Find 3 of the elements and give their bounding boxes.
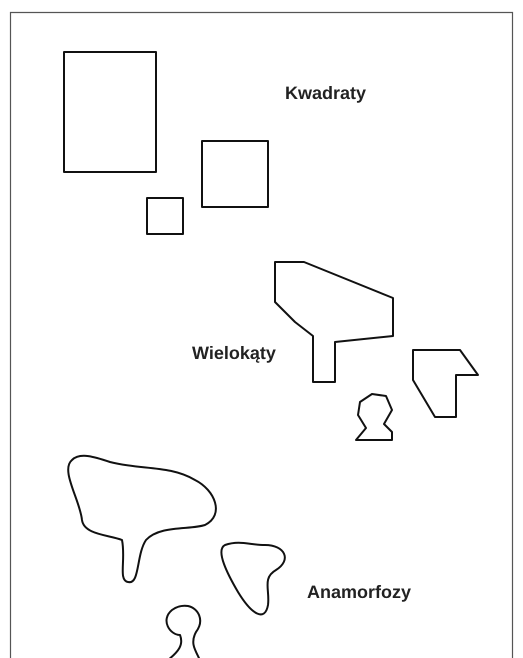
shape-group-label: Anamorfozy bbox=[307, 582, 412, 603]
shape-group-label: Kwadraty bbox=[285, 83, 366, 104]
shape-group-label: Wielokąty bbox=[192, 343, 276, 364]
